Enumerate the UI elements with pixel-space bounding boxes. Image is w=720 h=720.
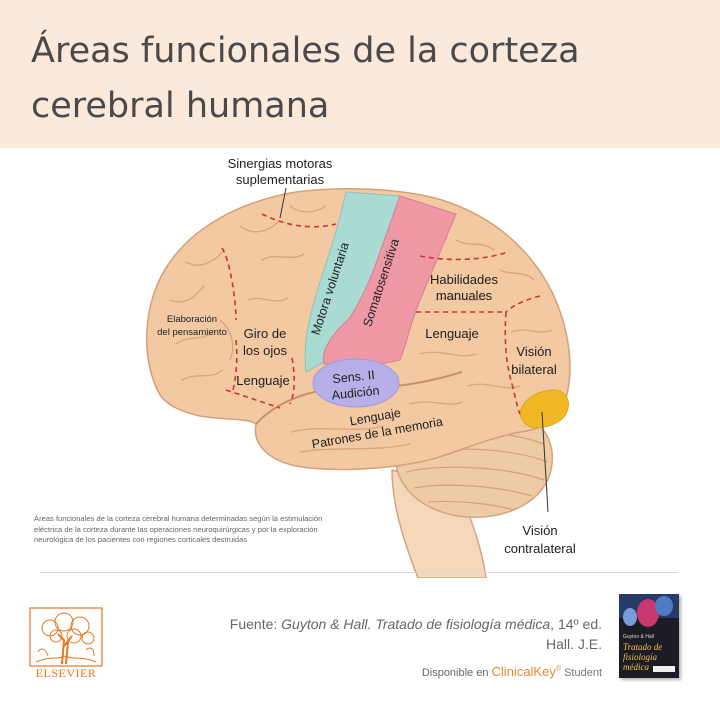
auditory-area <box>312 358 400 408</box>
label-lenguaje-frontal: Lenguaje <box>236 373 290 388</box>
brain-diagram: Sinergias motoras suplementarias Elabora… <box>146 156 576 578</box>
page-title: Áreas funcionales de la corteza cerebral… <box>31 31 580 126</box>
source-citation: Fuente: Guyton & Hall. Tratado de fisiol… <box>200 614 602 654</box>
book-cover-figure <box>637 599 659 627</box>
clinicalkey-link[interactable]: ClinicalKey® <box>492 664 561 679</box>
label-vision-contra-line2: contralateral <box>504 541 576 556</box>
leader-sinergias <box>279 187 287 219</box>
source-edition: , 14º ed. <box>550 616 602 632</box>
label-giro-line2: los ojos <box>243 343 288 358</box>
label-sens-line1: Sens. II <box>332 368 376 386</box>
source-author: Hall. J.E. <box>545 636 602 652</box>
label-elaboracion-line1: Elaboración <box>167 314 217 325</box>
label-sens-line2: Audición <box>331 384 380 403</box>
label-elaboracion-line2: del pensamiento <box>157 327 227 338</box>
book-cover-figure <box>655 596 673 616</box>
label-habilidades-line1: Habilidades <box>430 272 498 287</box>
elsevier-wordmark: ELSEVIER <box>35 666 97 680</box>
header-banner: Áreas funcionales de la corteza cerebral… <box>0 0 720 148</box>
label-habilidades-line2: manuales <box>436 288 493 303</box>
clinicalkey-name: ClinicalKey <box>491 664 556 679</box>
visual-contralateral-area <box>519 389 569 429</box>
book-cover-title: Tratado de fisiología médica <box>623 642 663 672</box>
label-vision-bilateral-line2: bilateral <box>511 362 557 377</box>
label-vision-bilateral-line1: Visión <box>516 344 551 359</box>
label-lenguaje-parietal: Lenguaje <box>425 326 479 341</box>
label-giro-line1: Giro de <box>244 326 287 341</box>
label-sinergias-line1: Sinergias motoras <box>228 156 333 171</box>
leader-vision-contralateral <box>541 411 549 513</box>
divider <box>40 572 678 573</box>
source-line: Fuente: Guyton & Hall. Tratado de fisiol… <box>200 614 602 634</box>
book-cover-figure <box>623 608 637 626</box>
clinicalkey-student: Student <box>564 667 602 679</box>
elsevier-tree-logo <box>29 607 103 667</box>
label-vision-contra-line1: Visión <box>522 523 557 538</box>
cortex-gyri <box>169 205 553 453</box>
available-prefix: Disponible en <box>421 667 489 679</box>
source-prefix: Fuente: <box>229 616 278 632</box>
area-boundaries <box>221 213 541 415</box>
source-title: Guyton & Hall. Tratado de fisiología méd… <box>281 616 551 632</box>
availability-line: Disponible en ClinicalKey® Student <box>300 664 602 679</box>
book-cover-author: Guyton & Hall <box>623 634 654 640</box>
book-cover: Guyton & Hall Tratado de fisiología médi… <box>619 594 679 678</box>
book-cover-badge <box>653 666 675 672</box>
label-sinergias-line2: suplementarias <box>236 172 325 187</box>
figure-caption: Áreas funcionales de la corteza cerebral… <box>34 514 323 545</box>
clinicalkey-mark: ® <box>555 665 562 673</box>
